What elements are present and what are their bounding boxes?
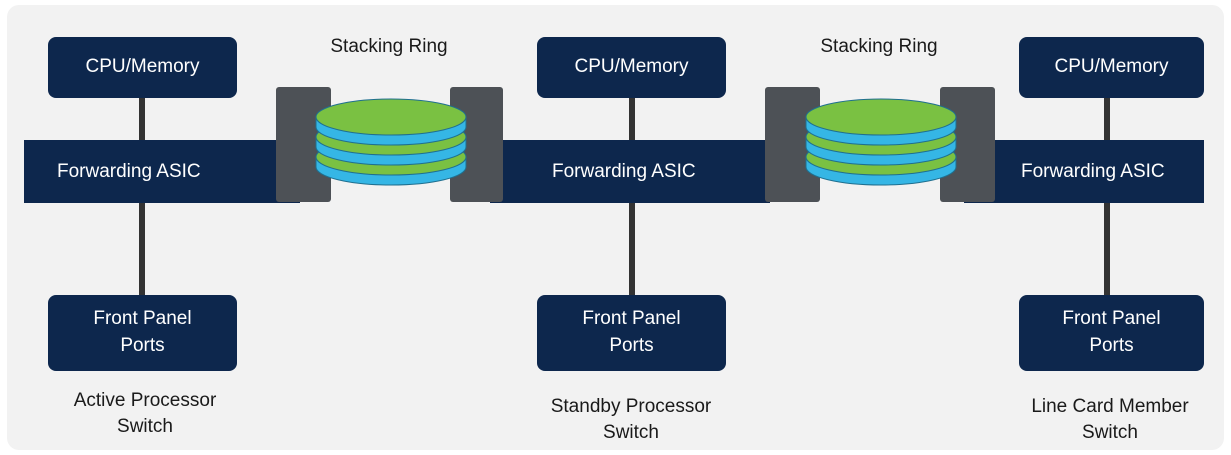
stacking-ring-disks-1 (315, 98, 467, 186)
asic-to-ports-link-1 (139, 202, 145, 295)
switch-name-line-1b: Switch (117, 415, 173, 437)
ring-disk-top-1 (315, 98, 467, 146)
forwarding-asic-label-1: Forwarding ASIC (57, 160, 201, 182)
stacking-ring-label-2: Stacking Ring (820, 36, 938, 57)
forwarding-asic-label-2: Forwarding ASIC (552, 160, 696, 182)
switch-name-label-2: Standby Processor Switch (511, 394, 751, 445)
forwarding-asic-label-3: Forwarding ASIC (1021, 160, 1165, 182)
forwarding-asic-bar-1: Forwarding ASIC (24, 140, 300, 203)
cpu-memory-box-3: CPU/Memory (1019, 37, 1204, 98)
stacking-ring-disks-2 (805, 98, 957, 186)
cpu-to-asic-link-3 (1104, 98, 1110, 143)
front-panel-ports-label-2a: Front Panel (582, 308, 681, 330)
switch-name-line-3b: Switch (1082, 421, 1138, 443)
front-panel-ports-label-3b: Ports (1089, 335, 1134, 356)
cpu-memory-box-1: CPU/Memory (48, 37, 237, 98)
stacking-ring-label-1: Stacking Ring (330, 36, 448, 57)
front-panel-ports-box-3: Front Panel Ports (1019, 295, 1204, 371)
front-panel-ports-label-3a: Front Panel (1062, 308, 1161, 330)
forwarding-asic-bar-3: Forwarding ASIC (964, 140, 1204, 203)
switch-name-line-1a: Active Processor (73, 390, 217, 411)
front-panel-ports-label-1b: Ports (120, 335, 165, 356)
asic-to-ports-link-2 (629, 202, 635, 295)
cpu-memory-box-2: CPU/Memory (537, 37, 726, 98)
front-panel-ports-box-1: Front Panel Ports (48, 295, 237, 371)
switch-name-line-3a: Line Card Member (1031, 396, 1189, 417)
forwarding-asic-bar-2: Forwarding ASIC (490, 140, 770, 203)
front-panel-ports-label-2b: Ports (609, 335, 654, 356)
cpu-memory-label-3: CPU/Memory (1054, 56, 1169, 78)
cpu-memory-label-1: CPU/Memory (85, 56, 200, 78)
cpu-memory-label-2: CPU/Memory (574, 56, 689, 78)
front-panel-ports-box-2: Front Panel Ports (537, 295, 726, 371)
switch-name-line-2a: Standby Processor (550, 396, 712, 417)
switch-name-line-2b: Switch (603, 421, 659, 443)
asic-to-ports-link-3 (1104, 202, 1110, 295)
cpu-to-asic-link-2 (629, 98, 635, 143)
switch-name-label-3: Line Card Member Switch (990, 394, 1230, 445)
switch-name-label-1: Active Processor Switch (25, 388, 265, 439)
cpu-to-asic-link-1 (139, 98, 145, 143)
ring-disk-top-2 (805, 98, 957, 146)
front-panel-ports-label-1a: Front Panel (93, 308, 192, 330)
